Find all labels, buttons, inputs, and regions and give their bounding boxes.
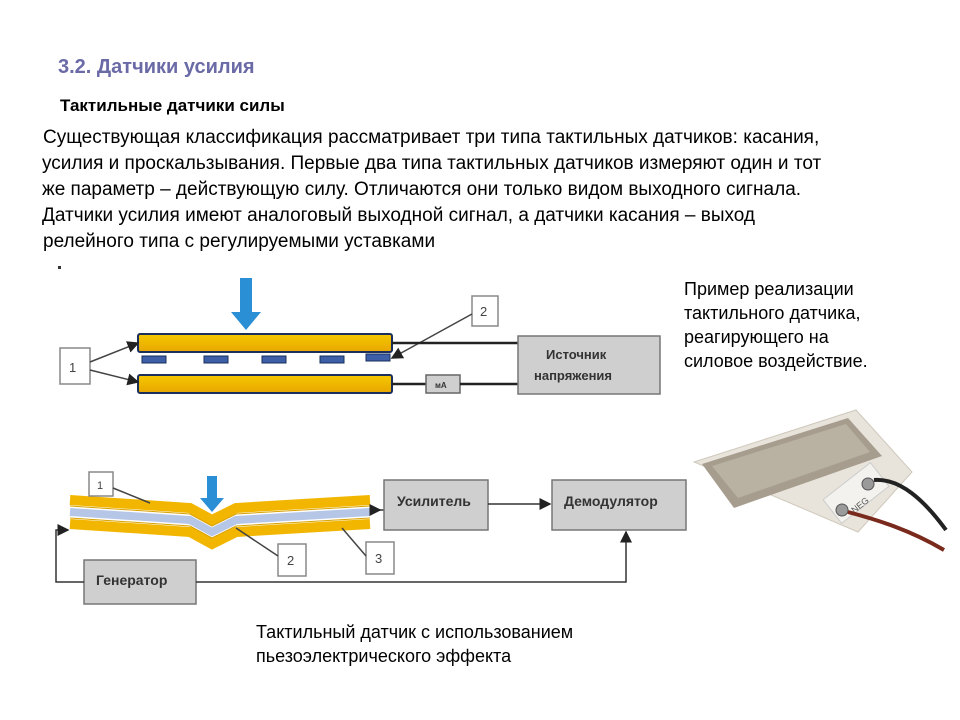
force-arrow-icon [231,278,261,330]
ammeter-label: мА [435,381,447,390]
voltage-source-line1: Источник [546,347,607,362]
demodulator-label: Демодулятор [564,493,658,509]
label-box-1 [88,471,114,497]
label-box-1 [59,347,91,385]
generator-box [83,559,197,605]
label-box-3 [365,541,395,575]
section-heading: 3.2. Датчики усилия [58,56,255,78]
demodulator-box [551,479,687,531]
bullet-dot [58,266,61,269]
label-2: 2 [480,304,487,319]
example-line: Пример реализации [684,279,854,299]
intro-line: усилия и проскальзывания. Первые два тип… [42,153,822,174]
voltage-source-box [517,335,661,395]
intro-paragraph: Существующая классификация рассматривает… [40,125,920,255]
label-3: 3 [375,551,382,566]
example-line: силовое воздействие. [684,351,868,371]
example-line: реагирующего на [684,327,829,347]
voltage-source-line2: напряжения [534,368,612,383]
bottom-plate [137,374,393,394]
example-line: тактильного датчика, [684,303,861,323]
caption-line: Тактильный датчик с использованием [256,622,574,642]
label-1: 1 [69,360,76,375]
caption-line: пьезоэлектрического эффекта [256,646,512,666]
force-arrow-icon [200,476,224,512]
generator-label: Генератор [96,572,167,588]
intro-line: релейного типа с регулируемыми уставками [43,231,436,252]
intro-line: Датчики усилия имеют аналоговый выходной… [42,205,756,226]
piezo-sensor-diagram: 1 2 3 Усилитель Демодулятор Генератор [55,471,687,605]
label-1: 1 [97,480,103,492]
label-box-2 [277,543,307,577]
label-2: 2 [287,553,294,568]
intro-line: же параметр – действующую силу. Отличают… [42,179,802,200]
example-text: Пример реализации тактильного датчика, р… [684,277,944,373]
dielectric-pads [141,353,391,364]
intro-line: Существующая классификация рассматривает… [43,127,820,148]
force-sensor-photo: NEG [692,409,948,552]
subsection-heading: Тактильные датчики силы [60,96,285,115]
top-plate [137,333,393,353]
amplifier-label: Усилитель [397,493,471,509]
amplifier-box [383,479,489,531]
diagram-caption: Тактильный датчик с использованием пьезо… [256,620,573,668]
label-box-2 [471,295,499,327]
